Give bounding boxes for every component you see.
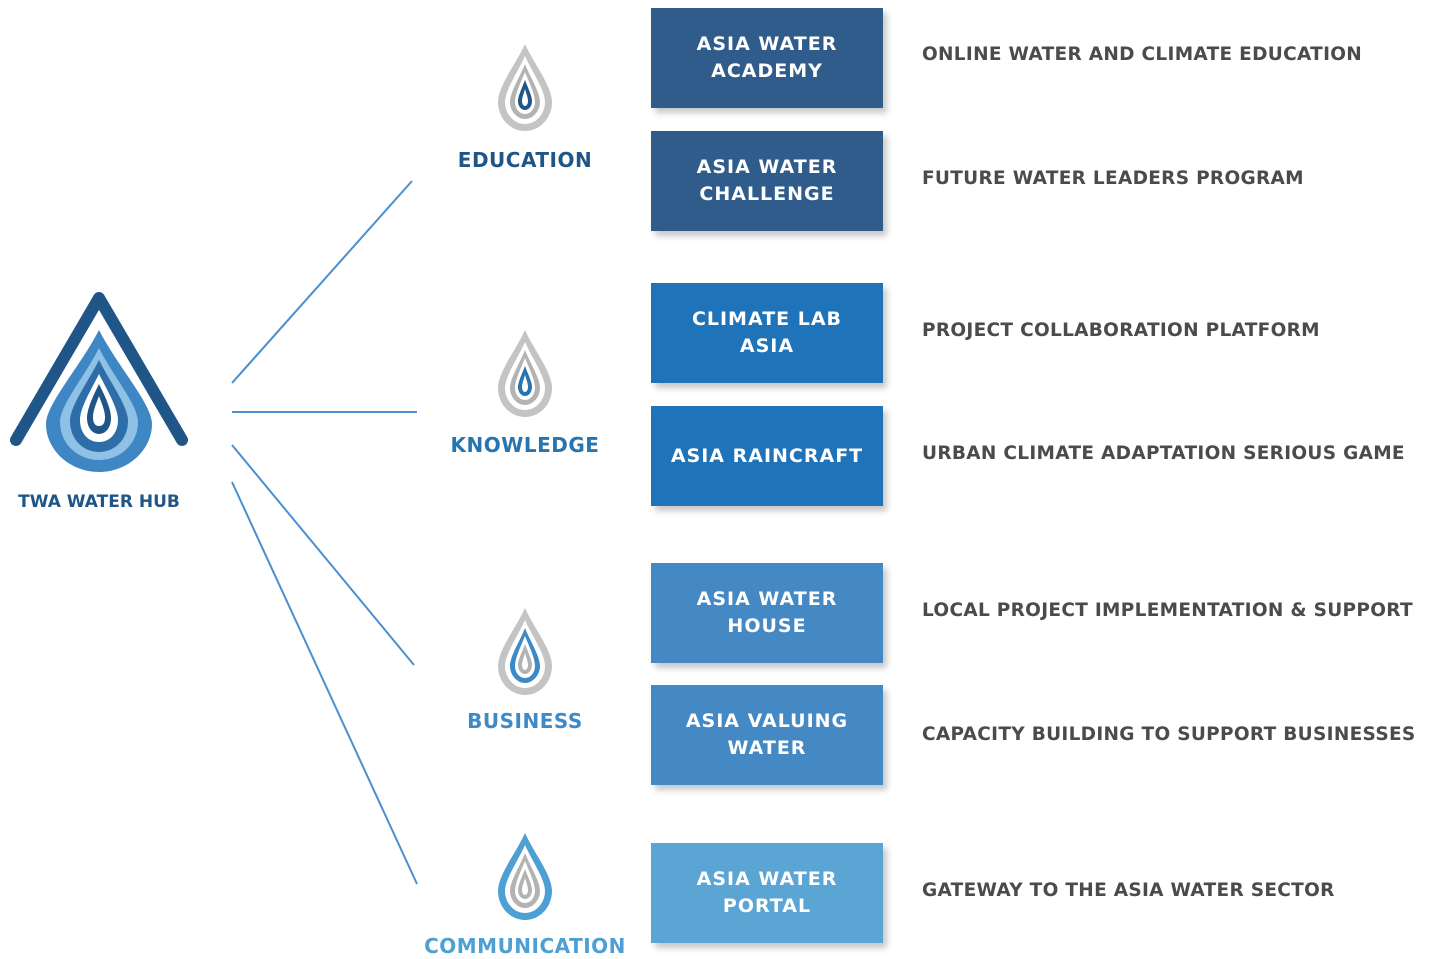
- program-box-asia-water-academy: ASIA WATER ACADEMY: [651, 8, 883, 108]
- twa-water-hub: TWA WATER HUB: [10, 292, 188, 522]
- water-drop-icon: [498, 44, 552, 131]
- program-description-asia-water-academy: ONLINE WATER AND CLIMATE EDUCATION: [922, 44, 1363, 65]
- program-box-climate-lab-asia: CLIMATE LAB ASIA: [651, 283, 883, 383]
- program-box-asia-water-house: ASIA WATER HOUSE: [651, 563, 883, 663]
- program-name-line2: ACADEMY: [711, 60, 823, 82]
- program-name-line2: CHALLENGE: [699, 183, 835, 205]
- program-name-line1: ASIA RAINCRAFT: [670, 444, 864, 467]
- program-name-line1: CLIMATE LAB: [691, 308, 843, 330]
- program-name-line2: ASIA: [739, 335, 795, 357]
- category-label-knowledge: KNOWLEDGE: [450, 433, 600, 457]
- program-description-climate-lab-asia: PROJECT COLLABORATION PLATFORM: [922, 320, 1320, 341]
- program-name-line2: PORTAL: [722, 895, 812, 917]
- category-label-education: EDUCATION: [457, 148, 593, 172]
- program-name-line1: ASIA WATER: [696, 868, 838, 890]
- program-name-line1: ASIA WATER: [696, 588, 838, 610]
- hub-label: TWA WATER HUB: [18, 492, 180, 512]
- connector-business: [231, 444, 415, 666]
- program-name-line1: ASIA WATER: [696, 156, 838, 178]
- program-name-line2: WATER: [727, 737, 807, 759]
- program-name-line2: HOUSE: [727, 615, 807, 637]
- program-description-asia-water-house: LOCAL PROJECT IMPLEMENTATION & SUPPORT: [922, 600, 1413, 621]
- program-description-asia-water-challenge: FUTURE WATER LEADERS PROGRAM: [922, 168, 1304, 189]
- program-name-line1: ASIA WATER: [696, 33, 838, 55]
- category-label-communication: COMMUNICATION: [424, 934, 626, 958]
- program-description-asia-valuing-water: CAPACITY BUILDING TO SUPPORT BUSINESSES: [922, 724, 1416, 745]
- program-name-line1: ASIA VALUING: [685, 710, 849, 732]
- water-drop-icon: [498, 330, 552, 417]
- program-box-asia-raincraft: ASIA RAINCRAFT: [651, 406, 883, 506]
- program-box-asia-valuing-water: ASIA VALUING WATER: [651, 685, 883, 785]
- program-description-asia-water-portal: GATEWAY TO THE ASIA WATER SECTOR: [922, 880, 1335, 901]
- water-drop-icon: [498, 833, 552, 920]
- water-drop-icon: [498, 608, 552, 695]
- water-drop-house-icon: [10, 292, 188, 472]
- program-description-asia-raincraft: URBAN CLIMATE ADAPTATION SERIOUS GAME: [922, 443, 1405, 464]
- program-box-asia-water-portal: ASIA WATER PORTAL: [651, 843, 883, 943]
- connector-education: [231, 180, 413, 384]
- category-label-business: BUSINESS: [467, 709, 583, 733]
- program-box-asia-water-challenge: ASIA WATER CHALLENGE: [651, 131, 883, 231]
- connector-communication: [231, 481, 418, 885]
